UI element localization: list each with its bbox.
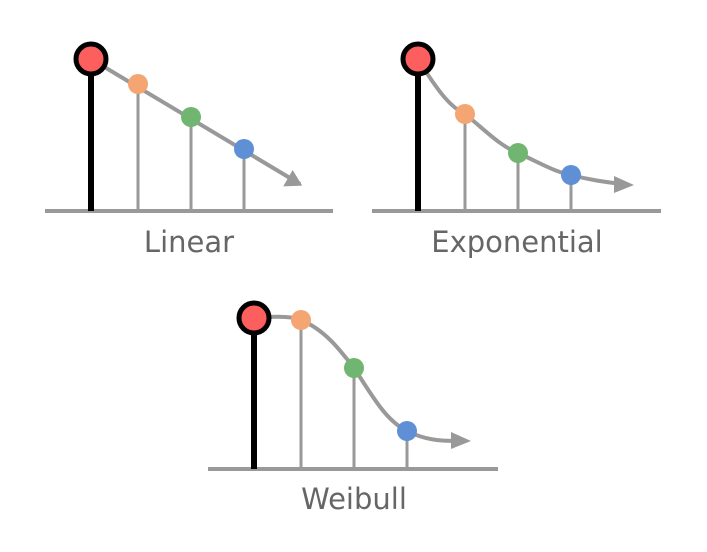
point-3 <box>397 421 417 441</box>
point-1 <box>455 104 475 124</box>
arrow-head-icon <box>451 432 471 449</box>
point-2 <box>508 143 528 163</box>
point-1 <box>128 74 148 94</box>
weibull-panel: Weibull <box>208 300 498 516</box>
start-point <box>400 41 436 77</box>
point-1 <box>291 310 311 330</box>
start-point <box>73 41 109 77</box>
panel-label: Linear <box>144 225 234 259</box>
start-point <box>236 300 272 336</box>
point-2 <box>344 358 364 378</box>
point-2 <box>181 107 201 127</box>
point-3 <box>561 165 581 185</box>
decay-curve <box>416 57 623 186</box>
point-3 <box>234 139 254 159</box>
arrow-head-icon <box>283 170 303 187</box>
panel-label: Weibull <box>301 482 407 516</box>
decay-curve <box>253 314 459 443</box>
exponential-panel: Exponential <box>372 41 661 259</box>
arrow-head-icon <box>614 176 634 193</box>
linear-panel: Linear <box>45 41 333 259</box>
panel-label: Exponential <box>431 225 603 259</box>
